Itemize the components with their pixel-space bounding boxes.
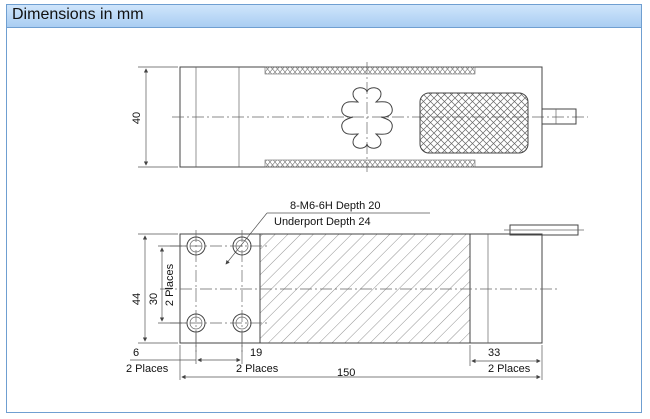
cross-cutout	[341, 87, 393, 149]
mounting-hole	[232, 236, 252, 256]
hatched-region	[259, 233, 471, 344]
dim-19-text: 19	[250, 347, 262, 359]
section-header: Dimensions in mm	[7, 5, 641, 28]
cable-stub	[541, 108, 577, 125]
strain-gauge-pad	[419, 92, 529, 154]
top-knurl-strip	[264, 66, 476, 75]
dim-33-note: 2 Places	[488, 363, 531, 375]
dim-40-text: 40	[131, 112, 143, 124]
mounting-hole	[186, 236, 206, 256]
dim-44-text: 44	[131, 293, 143, 305]
mounting-hole	[186, 313, 206, 333]
dim-6-text: 6	[133, 347, 139, 359]
dim-6-note: 2 Places	[126, 363, 169, 375]
thread-note: 8-M6-6H Depth 20	[290, 200, 381, 212]
dim-150-text: 150	[337, 367, 355, 379]
dim-30-note: 2 Places	[164, 263, 176, 306]
underport-note: Underport Depth 24	[274, 216, 371, 228]
cable-side	[509, 224, 579, 236]
mounting-hole	[232, 313, 252, 333]
dim-19-note: 2 Places	[236, 363, 279, 375]
dim-33-text: 33	[488, 347, 500, 359]
section-title: Dimensions in mm	[12, 6, 144, 23]
bottom-knurl-strip	[264, 159, 476, 168]
front-view: 8-M6-6H Depth 20 Underport Depth 24 44 3…	[126, 200, 584, 380]
top-view: 40	[131, 62, 588, 172]
dim-30-text: 30	[148, 293, 160, 305]
